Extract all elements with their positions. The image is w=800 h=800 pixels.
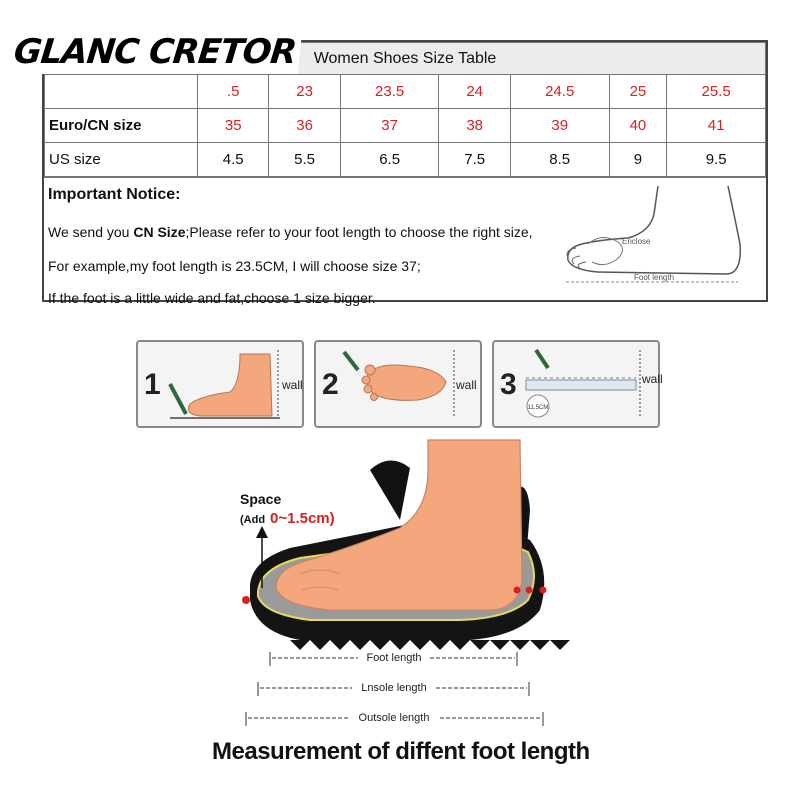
space-label: Space (240, 491, 281, 507)
foot (275, 439, 523, 611)
step-2-panel: 2 wall (314, 340, 482, 428)
wall-label: wall (642, 372, 663, 386)
toe-end-marker (242, 596, 250, 604)
wall-label: wall (456, 378, 477, 392)
us-size-row: US size 4.5 5.5 6.5 7.5 8.5 9 9.5 (44, 142, 766, 177)
euro-size-label: Euro/CN size (44, 108, 198, 143)
notice-line-1-prefix: We send you (48, 224, 134, 240)
notice-heading: Important Notice: (48, 186, 181, 203)
us-size-cell: 7.5 (438, 142, 511, 177)
us-size-cell: 8.5 (509, 142, 610, 177)
foot-length-label: Foot length (366, 652, 421, 664)
add-range: 0~1.5cm) (270, 510, 335, 527)
add-prefix: (Add (240, 514, 265, 526)
foot-outline-illustration: Enclose Foot length (566, 185, 741, 283)
shoe-upper-left (370, 460, 410, 520)
notice-line-1: We send you CN Size;Please refer to your… (48, 224, 533, 240)
euro-size-cell: 41 (666, 108, 766, 143)
step-number: 2 (322, 368, 339, 401)
euro-size-cell: 38 (438, 108, 511, 143)
heel-marker (513, 586, 521, 594)
wall-label: wall (282, 378, 303, 392)
euro-size-row: Euro/CN size 35 36 37 38 39 40 41 (44, 108, 766, 143)
euro-size-cell: 36 (268, 108, 341, 143)
step-1-panel: 1 wall (136, 340, 304, 428)
step-3-panel: 3 11.5CM wall (492, 340, 663, 428)
insole-length-label: Lnsole length (361, 682, 426, 694)
step-number: 1 (144, 368, 161, 401)
cm-size-cell: 23.5 (339, 74, 440, 109)
us-size-cell: 9.5 (666, 142, 766, 177)
cm-size-cell: 25.5 (666, 74, 766, 109)
euro-size-cell: 35 (196, 108, 270, 143)
notice-line-1-bold: CN Size (133, 224, 186, 240)
us-size-cell: 5.5 (268, 142, 341, 177)
us-size-cell: 9 (608, 142, 668, 177)
diagram-caption: Measurement of diffent foot length (212, 738, 590, 765)
heel-marker (525, 586, 533, 594)
outsole-length-label: Outsole length (359, 712, 430, 724)
cm-size-cell: .5 (196, 74, 270, 109)
foot-length-small-label: Foot length (634, 273, 674, 282)
euro-size-cell: 37 (339, 108, 440, 143)
notice-line-2: For example,my foot length is 23.5CM, I … (48, 258, 421, 274)
brand-logo: GLANC CRETOR (7, 30, 303, 74)
notice-line-1-suffix: ;Please refer to your foot length to cho… (185, 224, 533, 240)
size-table: Women Shoes Size Table .5 23 23.5 24 24.… (42, 40, 768, 306)
sole-tread (290, 640, 570, 650)
important-notice: Important Notice: We send you CN Size;Pl… (44, 177, 766, 306)
us-size-label: US size (44, 142, 198, 177)
step-number: 3 (500, 368, 517, 401)
cm-size-cell: 25 (608, 74, 668, 109)
heel-marker (539, 586, 547, 594)
enclose-label: Enclose (622, 237, 651, 246)
us-size-cell: 4.5 (196, 142, 270, 177)
measurement-badge: 11.5CM (528, 405, 549, 411)
notice-line-3: If the foot is a little wide and fat,cho… (48, 290, 376, 306)
